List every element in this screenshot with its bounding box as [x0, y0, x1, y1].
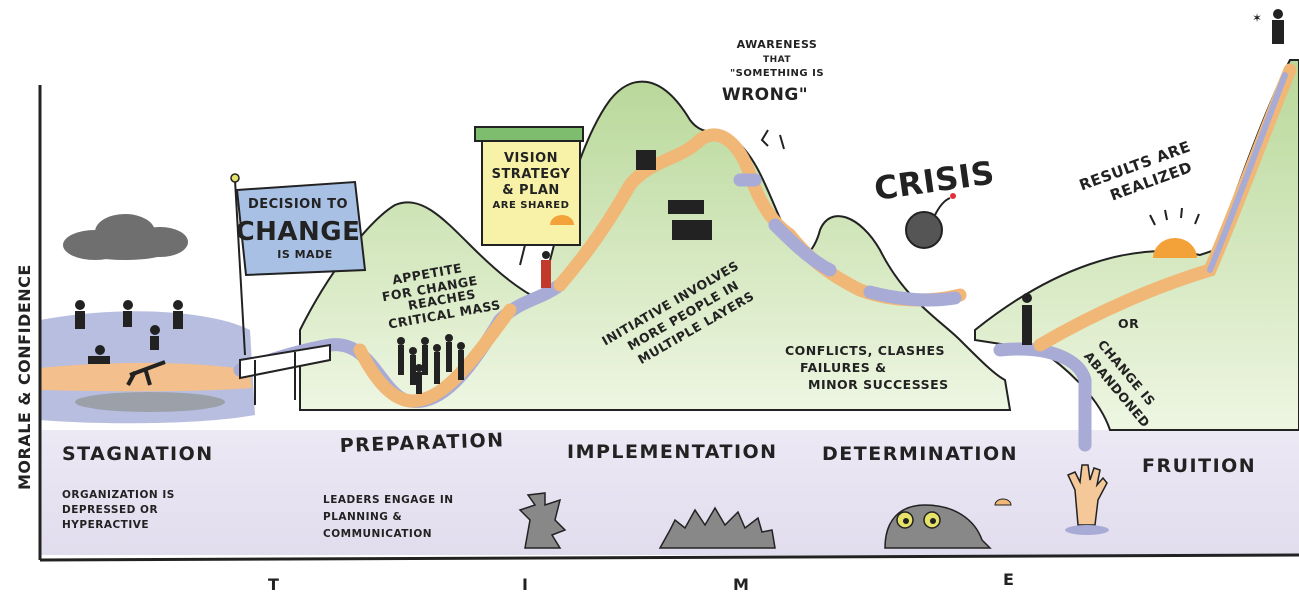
decision-flag: DECISION TO CHANGE IS MADE: [230, 173, 367, 356]
phase-implementation: IMPLEMENTATION: [567, 441, 778, 463]
gray-cloud: [63, 214, 188, 260]
preparation-note: LEADERS ENGAGE IN PLANNING & COMMUNICATI…: [323, 494, 454, 540]
svg-text:MINOR SUCCESSES: MINOR SUCCESSES: [808, 377, 949, 392]
bridge: [239, 343, 331, 405]
svg-text:COMMUNICATION: COMMUNICATION: [323, 528, 432, 540]
svg-text:FAILURES &: FAILURES &: [800, 360, 887, 375]
spiky-creature-icon: [518, 492, 567, 549]
standing-figure: [1022, 293, 1032, 345]
crisis-label: CRISIS: [872, 153, 997, 207]
sun-icon: [1149, 207, 1200, 258]
crocodile-creature-icon: [884, 498, 1012, 549]
hedgehog-creature-icon: [658, 506, 776, 549]
svg-text:✶: ✶: [1252, 11, 1263, 25]
x-letter-e: E: [1003, 570, 1014, 589]
decision-line3: IS MADE: [277, 248, 332, 261]
svg-text:LEADERS ENGAGE IN: LEADERS ENGAGE IN: [323, 494, 454, 506]
crowd-people: [397, 334, 465, 394]
worried-figure-icon: [760, 129, 785, 150]
ground-band: [40, 430, 1299, 555]
decision-line1: DECISION TO: [248, 197, 348, 212]
svg-text:HYPERACTIVE: HYPERACTIVE: [62, 519, 149, 531]
stagnant-people-group: [75, 300, 183, 386]
phase-stagnation: STAGNATION: [62, 443, 214, 465]
drowning-hand-icon: [1065, 464, 1109, 535]
svg-text:OR: OR: [1118, 316, 1139, 331]
vision-line2: STRATEGY: [492, 167, 571, 182]
vision-line3: & PLAN: [502, 183, 560, 198]
svg-text:ORGANIZATION IS: ORGANIZATION IS: [62, 489, 175, 501]
svg-text:DEPRESSED OR: DEPRESSED OR: [62, 504, 158, 516]
y-axis-label: MORALE & CONFIDENCE: [15, 264, 34, 490]
x-axis: [39, 553, 1299, 562]
bomb-icon: [905, 193, 956, 249]
svg-text:AWARENESS: AWARENESS: [737, 38, 818, 51]
x-letter-i: I: [522, 575, 528, 592]
phase-determination: DETERMINATION: [822, 443, 1018, 465]
svg-text:"SOMETHING IS: "SOMETHING IS: [730, 68, 824, 79]
svg-text:PLANNING &: PLANNING &: [323, 511, 402, 523]
x-letter-t: T: [268, 575, 279, 592]
vision-line4: ARE SHARED: [493, 200, 570, 211]
vision-line1: VISION: [504, 151, 558, 166]
svg-text:WRONG": WRONG": [722, 85, 808, 105]
mountain-range: [299, 80, 1012, 411]
svg-text:CONFLICTS, CLASHES: CONFLICTS, CLASHES: [785, 343, 945, 358]
climbers-group: [636, 150, 712, 240]
decision-line2: CHANGE: [236, 217, 361, 247]
awareness-label: AWARENESS THAT "SOMETHING IS WRONG": [722, 38, 824, 105]
svg-text:THAT: THAT: [763, 55, 791, 65]
results-label: RESULTS ARE REALIZED: [1077, 137, 1195, 204]
vision-sign: VISION STRATEGY & PLAN ARE SHARED: [474, 126, 584, 288]
x-letter-m: M: [733, 575, 749, 592]
conflicts-label: CONFLICTS, CLASHES FAILURES & MINOR SUCC…: [785, 343, 949, 392]
celebrating-figure: ✶: [1252, 9, 1284, 44]
phase-fruition: FRUITION: [1142, 455, 1256, 477]
stagnation-note: ORGANIZATION IS DEPRESSED OR HYPERACTIVE: [62, 489, 175, 531]
